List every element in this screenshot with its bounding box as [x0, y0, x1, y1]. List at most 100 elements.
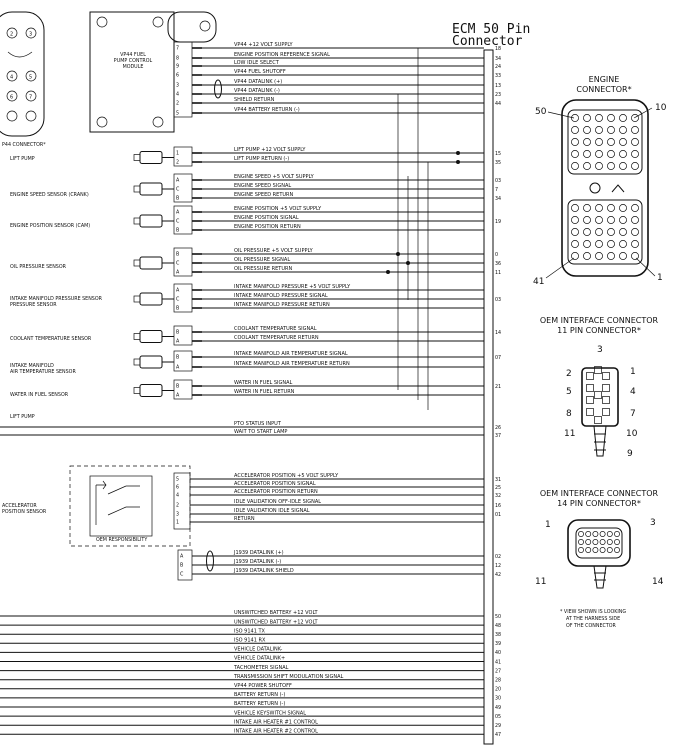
oem-responsibility-box: OEM RESPONSIBILITY — [69, 465, 191, 547]
connector-pin — [631, 216, 639, 224]
signal-label: INTAKE MANIFOLD PRESSURE RETURN — [234, 302, 330, 308]
sensor-body — [139, 151, 163, 164]
ecm-pin-label: 02 — [495, 554, 501, 560]
signal-label: VEHICLE KEYSWITCH SIGNAL — [234, 710, 306, 716]
connector-pin — [631, 252, 639, 260]
connector-pin — [619, 114, 627, 122]
ecm-pin-label: 24 — [495, 64, 501, 70]
connector-pin — [606, 531, 613, 537]
pin-label: 4 — [176, 493, 179, 499]
connector-pin — [585, 547, 592, 553]
connector-pin — [631, 114, 639, 122]
pin-label: 2 — [176, 101, 179, 107]
connector-pin — [614, 539, 620, 545]
pin-label: B — [176, 228, 179, 234]
connector-pin — [595, 162, 603, 170]
oem14-title: OEM INTERFACE CONNECTOR — [540, 489, 659, 498]
sensor-tip — [133, 154, 141, 161]
signal-label: ACCELERATOR POSITION RETURN — [234, 489, 318, 495]
connector-pin — [571, 240, 579, 248]
pin-label: B — [180, 563, 183, 569]
pin-label: 1 — [176, 520, 179, 526]
signal-label: VP44 BATTERY RETURN (-) — [234, 107, 300, 113]
engine-connector-title: CONNECTOR* — [576, 85, 631, 94]
connector-pin — [599, 539, 606, 545]
connector-pin — [586, 408, 594, 416]
ecm-pin-label: 13 — [495, 83, 501, 89]
pin-label: 4 — [176, 92, 179, 98]
sensor-body — [139, 355, 163, 369]
signal-label: COOLANT TEMPERATURE RETURN — [234, 335, 319, 341]
pin-label: B — [176, 196, 179, 202]
signal-label: J1939 DATALINK (-) — [233, 559, 281, 565]
signal-label: OIL PRESSURE SIGNAL — [234, 257, 290, 263]
pin-label: 7 — [176, 46, 179, 52]
component-label: INTAKE MANIFOLD — [10, 363, 54, 369]
ecm-pin-label: 03 — [495, 178, 501, 184]
connector-pin — [631, 138, 639, 146]
pin-label: A — [176, 270, 180, 276]
pin-label: A — [176, 365, 180, 371]
connector-pin — [595, 126, 603, 134]
signal-label: VP44 DATALINK (-) — [234, 88, 280, 94]
connector-pin — [607, 162, 615, 170]
connector-pin — [578, 547, 584, 553]
component-label: ENGINE SPEED SENSOR (CRANK) — [10, 192, 89, 198]
sensor-body — [139, 182, 163, 196]
ecm-pin-label: 48 — [495, 623, 501, 629]
signal-label: VP44 DATALINK (+) — [234, 79, 282, 85]
vp44-module-label: MODULE — [123, 64, 144, 70]
ecm-connector-strip — [483, 49, 494, 745]
signal-label: ENGINE POSITION RETURN — [234, 224, 301, 230]
connector-pin — [583, 162, 591, 170]
connector-body — [173, 350, 193, 372]
pin-label: 6 — [176, 485, 179, 491]
connector-pin — [607, 150, 615, 158]
component-label: INTAKE MANIFOLD PRESSURE SENSOR — [10, 296, 103, 302]
vp44-round-connector: 2 3 4 5 6 7 — [0, 11, 45, 137]
pin-label: A — [176, 210, 180, 216]
pin-label: C — [176, 297, 180, 303]
connector-pin — [571, 204, 579, 212]
pin-label: A — [180, 554, 184, 560]
pin-label: C — [176, 219, 180, 225]
ecm-pin-label: 19 — [495, 219, 501, 225]
signal-label: ENGINE POSITION +5 VOLT SUPPLY — [234, 206, 322, 212]
connector-pin — [586, 372, 594, 380]
connector-pin — [595, 204, 603, 212]
oem11-pin-label: 2 — [566, 369, 572, 379]
ecm-pin-label: 05 — [495, 714, 501, 720]
ecm-pin-label: 36 — [495, 261, 501, 267]
ecm-pin-label: 18 — [495, 46, 501, 52]
connector-pin — [583, 138, 591, 146]
connector-pin — [619, 216, 627, 224]
pin-label: B — [176, 330, 179, 336]
engine-pin-label: 41 — [533, 277, 544, 287]
connector-pin — [607, 204, 615, 212]
ecm-pin-label: 42 — [495, 572, 501, 578]
connector-pin — [585, 531, 592, 537]
signal-label: WATER IN FUEL RETURN — [234, 389, 295, 395]
signal-label: BATTERY RETURN (-) — [234, 701, 285, 707]
signal-label: WATER IN FUEL SIGNAL — [234, 380, 293, 386]
sensor-tip — [133, 259, 141, 267]
oem11-title: OEM INTERFACE CONNECTOR — [540, 316, 659, 325]
signal-label: ENGINE SPEED +5 VOLT SUPPLY — [234, 174, 315, 180]
connector-pin — [631, 204, 639, 212]
ecm-pin-label: 47 — [495, 732, 501, 738]
vp44-module-label: PUMP CONTROL — [114, 58, 153, 64]
pin-label: 6 — [176, 73, 179, 79]
signal-label: UNSWITCHED BATTERY +12 VOLT — [234, 610, 319, 616]
twisted-pair-icon — [206, 550, 214, 572]
ecm-pin-label: 34 — [495, 56, 501, 62]
connector-pin — [571, 162, 579, 170]
splice-dot — [396, 252, 400, 256]
engine-connector-title: ENGINE — [589, 75, 620, 84]
connector-pin — [571, 228, 579, 236]
oem14-pin-label: 3 — [650, 518, 656, 528]
footnote: AT THE HARNESS SIDE — [566, 616, 620, 622]
ecm-pin-label: 31 — [495, 477, 501, 483]
ecm-pin-label: 14 — [495, 330, 501, 336]
pin-label: C — [180, 572, 184, 578]
signal-label: ACCELERATOR POSITION +5 VOLT SUPPLY — [234, 473, 339, 479]
